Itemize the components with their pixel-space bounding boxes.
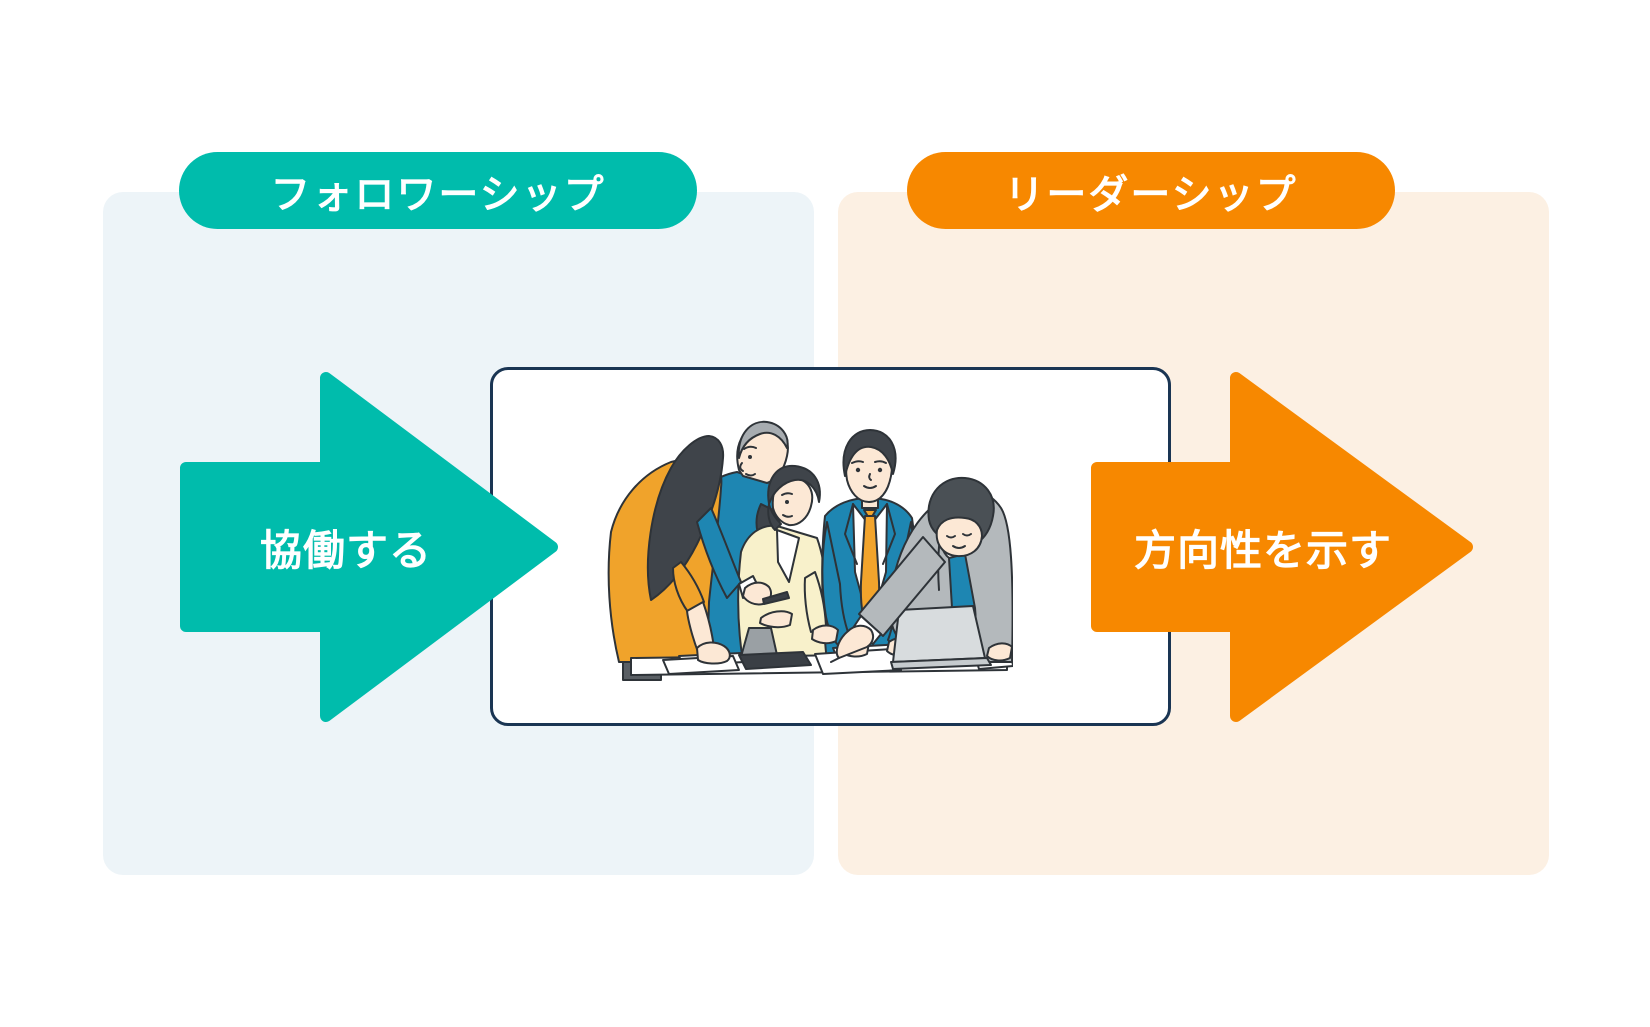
gray-man-pointing-arm [830,536,1013,663]
tablet [738,651,812,670]
foreground-hands [672,507,839,665]
leadership-badge: リーダーシップ [907,152,1395,229]
followership-badge-label: フォロワーシップ [270,172,606,217]
leadership-arrow-label: 方向性を示す [1133,526,1392,574]
followership-arrow-label: 協働する [259,526,432,574]
followership-badge: フォロワーシップ [179,152,697,229]
laptop [890,605,992,670]
team-collaboration-illustration [607,420,1013,681]
leadership-badge-label: リーダーシップ [1004,172,1298,217]
